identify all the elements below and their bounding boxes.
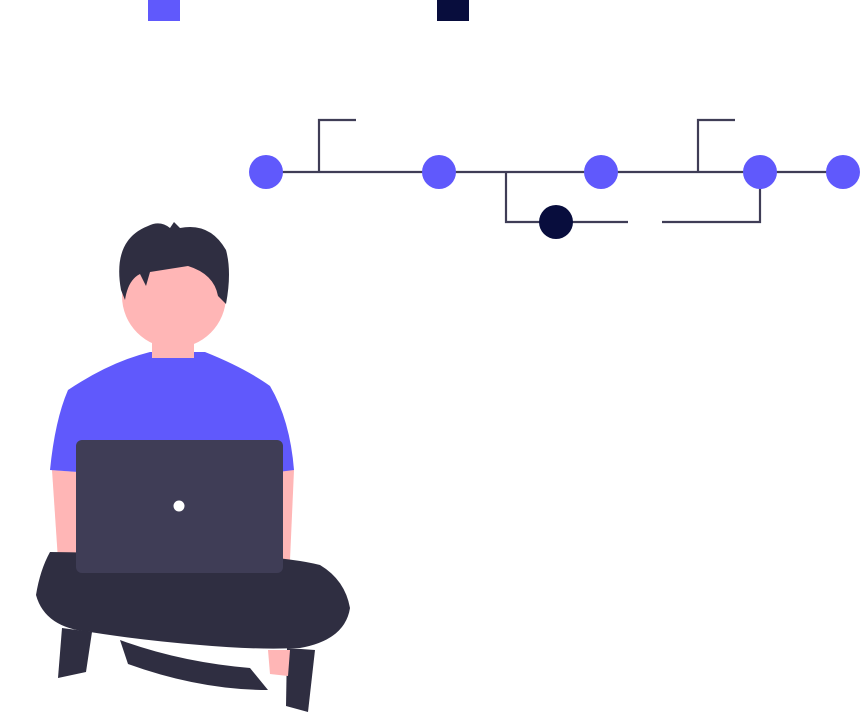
branch-tag-left	[317, 118, 356, 172]
commit-node	[743, 155, 777, 189]
left-arm	[52, 470, 82, 560]
left-shoe	[58, 628, 92, 678]
right-shoe	[286, 648, 315, 712]
commit-nodes	[249, 155, 860, 239]
hair	[119, 222, 229, 304]
commit-node	[826, 155, 860, 189]
branch-commit-node	[539, 205, 573, 239]
commit-node	[422, 155, 456, 189]
person-figure	[36, 222, 350, 712]
laptop-logo-dot	[173, 500, 185, 512]
ankle-skin	[268, 650, 290, 676]
feature-branch-line-left	[504, 172, 628, 224]
commit-node	[249, 155, 283, 189]
legs	[36, 552, 350, 649]
lower-leg	[120, 640, 268, 690]
dark-square	[437, 0, 469, 21]
branch-tag-right	[696, 118, 735, 172]
commit-node	[584, 155, 618, 189]
accent-square	[148, 0, 180, 21]
